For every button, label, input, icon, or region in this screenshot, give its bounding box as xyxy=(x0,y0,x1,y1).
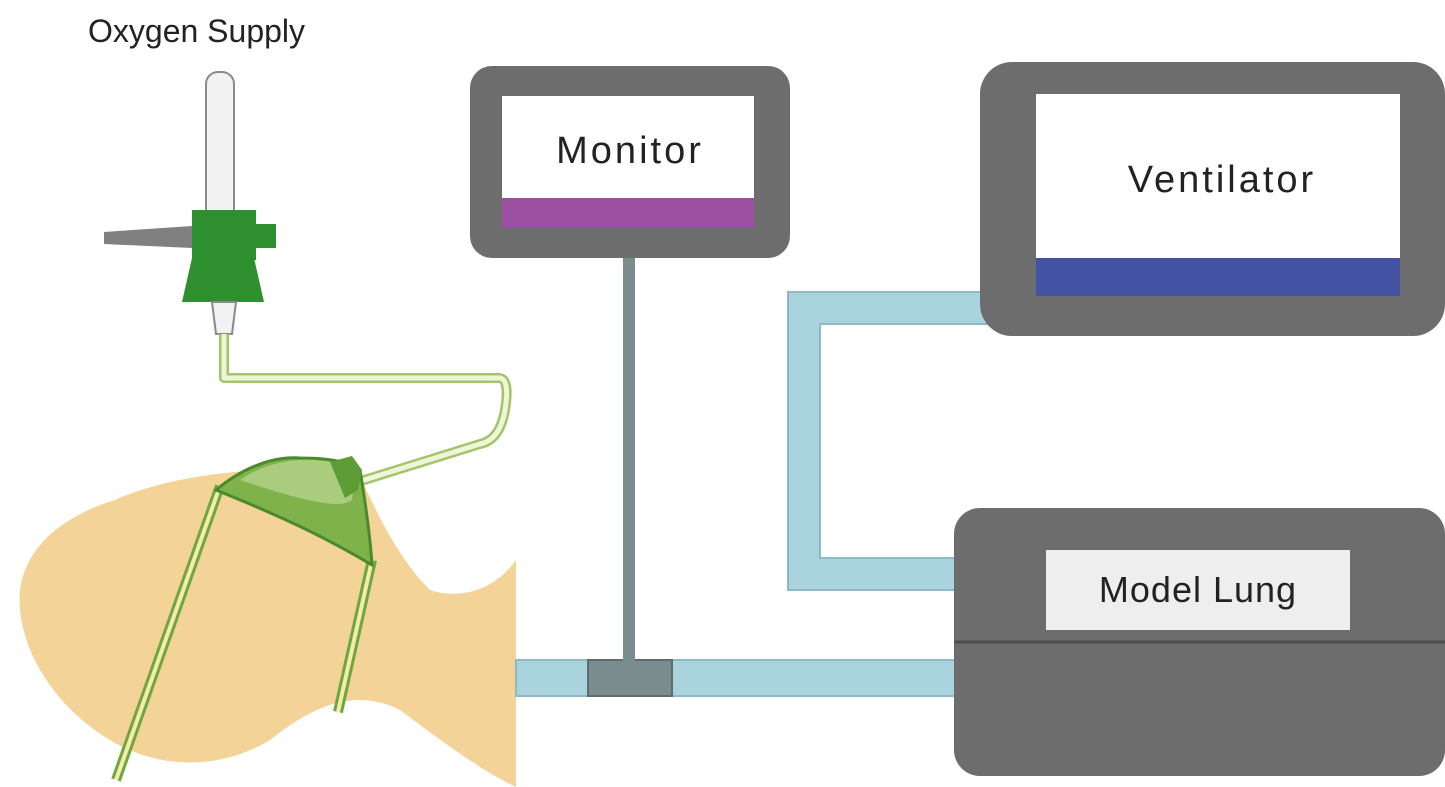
ventilator-circuit-tube-fill xyxy=(789,293,990,589)
patient-head xyxy=(19,469,517,787)
ventilator-bar xyxy=(1036,258,1400,296)
model-lung-label-box xyxy=(1046,550,1350,630)
airway-tubing xyxy=(515,659,957,697)
monitor-sensor-connector xyxy=(587,659,673,697)
flowmeter-body xyxy=(192,210,256,260)
flowmeter-nozzle xyxy=(104,226,192,248)
monitor-label: Monitor xyxy=(556,130,704,172)
flowmeter-tube xyxy=(205,71,235,221)
tube-patient-segment xyxy=(515,659,591,697)
ventilator-label: Ventilator xyxy=(1128,159,1316,201)
oxygen-line-inner xyxy=(221,334,510,489)
mask-dome xyxy=(240,459,353,504)
flowmeter-base xyxy=(182,258,264,302)
monitor-device: Monitor xyxy=(470,66,790,258)
flowmeter-knob xyxy=(252,224,276,248)
ventilator-device: Ventilator xyxy=(980,62,1445,336)
flowmeter-outlet xyxy=(210,301,238,335)
face-mask xyxy=(213,456,374,568)
oxygen-flowmeter xyxy=(104,71,276,335)
tube-lung-segment xyxy=(669,659,957,697)
monitor-cable xyxy=(623,254,635,662)
mask-straps xyxy=(111,484,377,782)
model-lung-label: Model Lung xyxy=(1099,569,1297,610)
monitor-bar xyxy=(502,198,754,228)
mask-connector xyxy=(330,456,362,498)
model-lung-device: Model Lung xyxy=(954,508,1445,776)
oxygen-supply-label: Oxygen Supply xyxy=(88,13,305,49)
